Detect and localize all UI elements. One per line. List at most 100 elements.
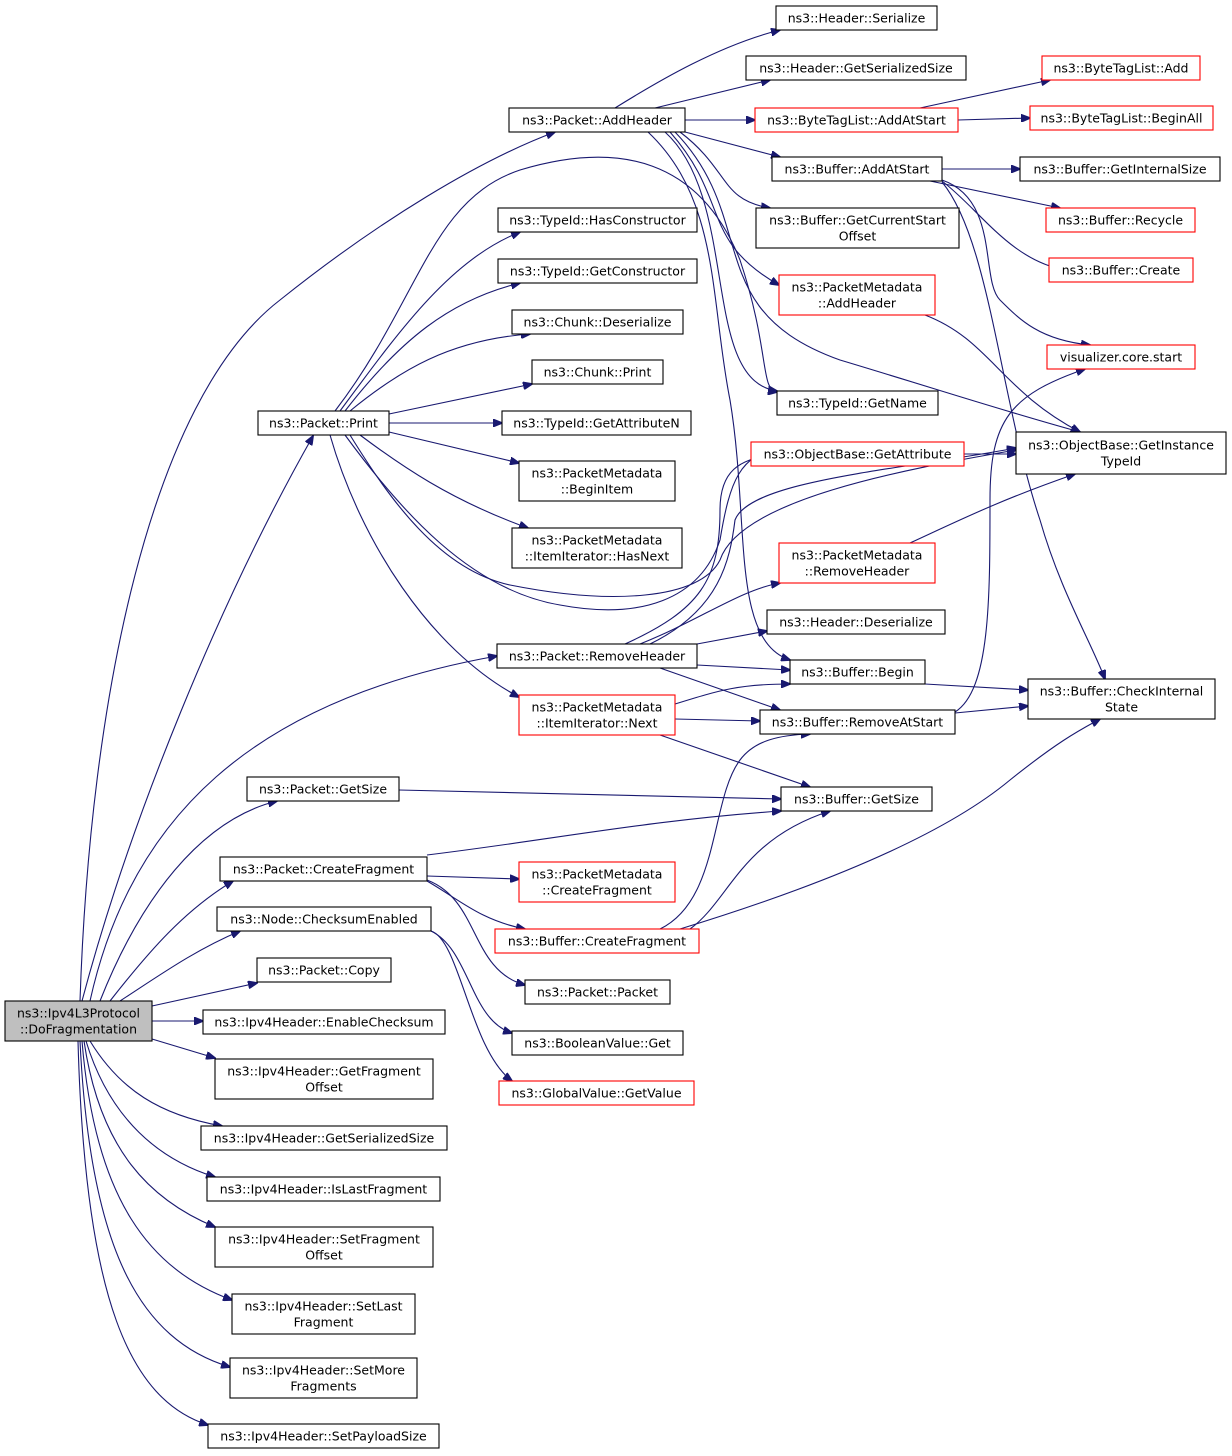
node-addHeader[interactable]: ns3::Packet::AddHeader [508,107,686,133]
edge-root-to-removeHeader [89,656,497,1002]
node-pmRemoveHeader[interactable]: ns3::PacketMetadata::RemoveHeader [778,542,936,584]
node-box [206,1176,441,1202]
node-checksumEnabled[interactable]: ns3::Node::ChecksumEnabled [216,906,432,932]
node-box [518,861,676,903]
edge-bCreateFrag-to-bGetSize [689,811,830,930]
edge-print-to-tidGetName [334,156,777,412]
node-isLastFrag[interactable]: ns3::Ipv4Header::IsLastFragment [206,1176,441,1202]
node-pCreateFrag[interactable]: ns3::Packet::CreateFragment [219,856,428,882]
node-label: ns3::Ipv4L3Protocol [17,1006,140,1021]
edge-pCreateFrag-to-pmCreateFrag [426,876,519,879]
node-tidGetAttrN[interactable]: ns3::TypeId::GetAttributeN [501,410,692,436]
node-setPayload[interactable]: ns3::Ipv4Header::SetPayloadSize [207,1423,440,1449]
edge-bAddAtStart-to-bCreate [941,180,1065,270]
edge-addHeader-to-hGetSerSize [654,80,770,109]
node-tidGetCtor[interactable]: ns3::TypeId::GetConstructor [497,258,698,284]
node-box [246,776,400,802]
node-pPacket[interactable]: ns3::Packet::Packet [524,979,671,1005]
node-tidHasCtor[interactable]: ns3::TypeId::HasConstructor [497,207,698,233]
node-box [497,258,698,284]
node-hDeser[interactable]: ns3::Header::Deserialize [766,609,946,635]
node-box [1015,431,1227,475]
node-pmBeginItem[interactable]: ns3::PacketMetadata::BeginItem [518,460,676,502]
node-pGetSize[interactable]: ns3::Packet::GetSize [246,776,400,802]
node-hGetSerSize[interactable]: ns3::Header::GetSerializedSize [745,55,967,81]
node-label: ns3::Ipv4Header::SetMore [242,1363,405,1378]
edge-bBegin-to-bCheckInt [924,683,1028,690]
node-box [508,107,686,133]
edge-root-to-pCopy [151,983,257,1007]
edge-removeHeader-to-bBegin [696,664,790,670]
edge-removeHeader-to-obGetAttr [624,455,770,645]
node-label: ns3::Ipv4Header::GetFragment [227,1064,421,1079]
node-bGetIntSize[interactable]: ns3::Buffer::GetInternalSize [1019,156,1221,182]
node-label: ns3::Chunk::Print [544,365,652,380]
node-label: visualizer.core.start [1060,350,1182,365]
node-bRecycle[interactable]: ns3::Buffer::Recycle [1045,207,1196,233]
node-btlBeginAll[interactable]: ns3::ByteTagList::BeginAll [1029,105,1214,131]
nodes: ns3::Ipv4L3Protocol::DoFragmentationns3:… [4,5,1227,1449]
node-box [207,1423,440,1449]
node-bCreate[interactable]: ns3::Buffer::Create [1048,257,1194,283]
node-bBegin[interactable]: ns3::Buffer::Begin [789,659,926,685]
node-removeHeader[interactable]: ns3::Packet::RemoveHeader [496,643,698,669]
node-enableChecksum[interactable]: ns3::Ipv4Header::EnableChecksum [202,1009,446,1035]
node-getSerSize4[interactable]: ns3::Ipv4Header::GetSerializedSize [200,1125,448,1151]
node-tidGetName[interactable]: ns3::TypeId::GetName [776,390,939,416]
node-btlAddAtStart[interactable]: ns3::ByteTagList::AddAtStart [754,107,959,133]
node-label: ns3::Buffer::GetInternalSize [1033,162,1206,177]
node-box [511,309,684,335]
node-pmNext[interactable]: ns3::PacketMetadata::ItemIterator::Next [518,694,676,736]
node-box [231,1293,416,1335]
node-box [755,207,960,249]
node-boolGet[interactable]: ns3::BooleanValue::Get [511,1030,684,1056]
node-hSerialize[interactable]: ns3::Header::Serialize [775,5,938,31]
node-box [1045,207,1196,233]
node-pCopy[interactable]: ns3::Packet::Copy [256,957,392,983]
edge-addHeader-to-bAddAtStart [684,131,780,157]
node-label: ns3::Packet::Print [269,416,378,431]
node-label: ns3::ByteTagList::Add [1053,61,1188,76]
node-root[interactable]: ns3::Ipv4L3Protocol::DoFragmentation [4,1000,153,1042]
node-box [511,527,683,569]
node-bGetSize[interactable]: ns3::Buffer::GetSize [780,786,933,812]
node-gvGetValue[interactable]: ns3::GlobalValue::GetValue [498,1080,695,1106]
edge-root-to-isLastFrag [85,1040,215,1177]
node-bAddAtStart[interactable]: ns3::Buffer::AddAtStart [771,156,943,182]
node-chunkDeser[interactable]: ns3::Chunk::Deserialize [511,309,684,335]
node-label: ns3::PacketMetadata [532,700,663,715]
node-pmCreateFrag[interactable]: ns3::PacketMetadata::CreateFragment [518,861,676,903]
node-chunkPrint[interactable]: ns3::Chunk::Print [531,359,664,385]
node-vizStart[interactable]: visualizer.core.start [1046,344,1196,370]
edge-print-to-obGetAttr [344,434,780,611]
node-label: ns3::Buffer::RemoveAtStart [772,715,944,730]
edge-btlAddAtStart-to-btlAdd [919,80,1050,109]
node-label: TypeId [1100,454,1141,469]
node-box [1041,55,1201,81]
node-pmHasNext[interactable]: ns3::PacketMetadata::ItemIterator::HasNe… [511,527,683,569]
node-box [497,207,698,233]
node-bCreateFrag[interactable]: ns3::Buffer::CreateFragment [494,928,700,954]
node-box [789,659,926,685]
node-label: ns3::ObjectBase::GetAttribute [764,447,952,462]
node-label: ns3::Packet::Copy [268,963,380,978]
node-bRemoveAtStart[interactable]: ns3::Buffer::RemoveAtStart [759,709,956,735]
node-print[interactable]: ns3::Packet::Print [257,410,390,436]
node-label: ::ItemIterator::HasNext [525,549,670,564]
node-btlAdd[interactable]: ns3::ByteTagList::Add [1041,55,1201,81]
node-label: ns3::PacketMetadata [792,280,923,295]
node-box [4,1000,153,1042]
node-box [216,906,432,932]
node-pmAddHeader[interactable]: ns3::PacketMetadata::AddHeader [778,274,936,316]
node-label: ns3::Buffer::AddAtStart [785,162,930,177]
node-label: ns3::Buffer::CheckInternal [1040,684,1204,699]
node-box [494,928,700,954]
node-obGetAttr[interactable]: ns3::ObjectBase::GetAttribute [750,441,965,467]
